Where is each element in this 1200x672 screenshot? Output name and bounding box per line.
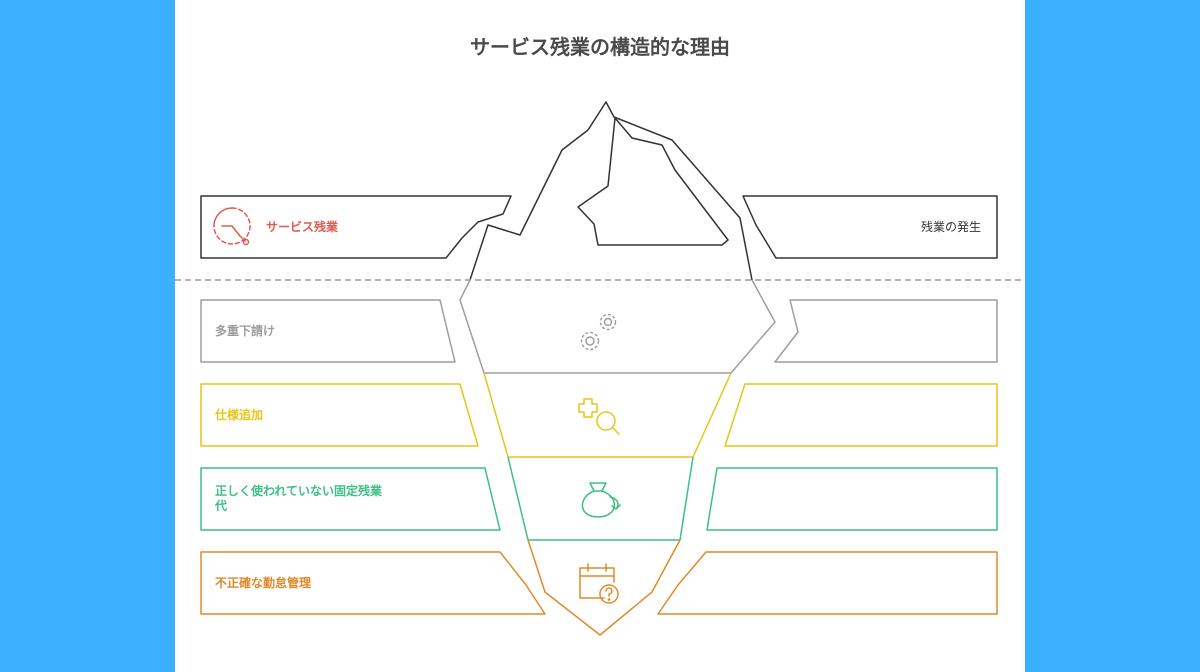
layer-4-wedge — [527, 539, 681, 636]
layer-3-left-box — [200, 467, 501, 531]
money-bag-icon — [581, 482, 621, 518]
add-search-icon — [578, 398, 620, 435]
layer-4-left-box — [200, 551, 546, 615]
layer-3-wedge — [507, 456, 694, 541]
layer-1-wedge — [459, 279, 776, 374]
diagram-title: サービス残業の構造的な理由 — [470, 35, 730, 59]
layer-2 — [200, 372, 998, 458]
layer-3-label: 正しく使われていない固定残業代 — [215, 484, 383, 513]
card-background — [175, 0, 1025, 672]
layer-2-label: 仕様追加 — [215, 408, 264, 422]
surface-right-box — [742, 195, 998, 259]
layer-1-left-box — [200, 299, 456, 363]
layer-2-left-box — [200, 383, 479, 447]
layer-3-right-box — [706, 467, 998, 531]
layer-4 — [200, 539, 998, 636]
surface-left-label: サービス残業 — [266, 220, 339, 234]
layer-2-wedge — [483, 372, 732, 458]
layer-1 — [200, 279, 998, 374]
alarm-clock-icon — [213, 207, 251, 246]
layer-1-label: 多重下請け — [215, 324, 276, 338]
layer-4-label: 不正確な勤怠管理 — [215, 576, 312, 590]
surface-right-label: 残業の発生 — [921, 220, 982, 234]
iceberg-peak — [469, 101, 753, 281]
gears-icon — [580, 313, 617, 351]
iceberg-peak-inner — [577, 117, 729, 246]
calendar-question-icon — [579, 563, 619, 604]
layer-2-right-box — [724, 383, 998, 447]
surface-layer — [200, 101, 998, 281]
layer-1-right-box — [774, 299, 998, 363]
layer-3 — [200, 456, 998, 541]
layer-4-right-box — [657, 551, 998, 615]
surface-left-box — [200, 195, 512, 259]
